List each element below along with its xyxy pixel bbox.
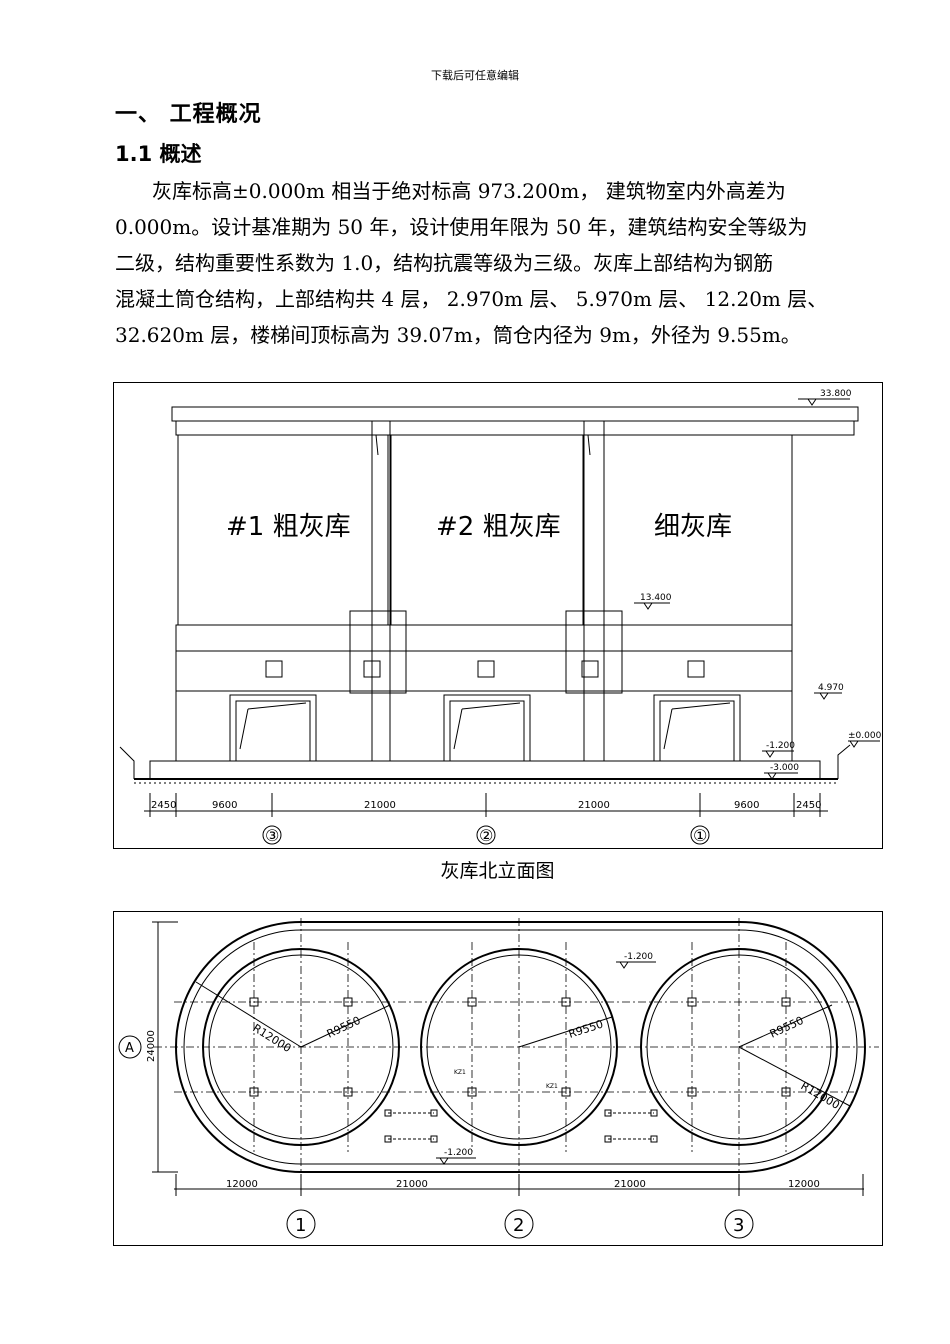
level-label: 13.400: [640, 593, 672, 603]
level-label: ±0.000: [848, 731, 882, 741]
subsection-heading: 1.1 概述: [115, 142, 202, 166]
axis-label: ③: [265, 826, 279, 845]
level-label: -1.200: [766, 741, 795, 751]
dimension-label: 9600: [212, 800, 237, 811]
dimension-label: 12000: [226, 1179, 258, 1190]
radius-label: R9550: [567, 1017, 605, 1040]
radius-label: R9550: [325, 1014, 363, 1041]
axis-letter: A: [125, 1041, 134, 1056]
paragraph-line: 二级，结构重要性系数为 1.0，结构抗震等级为三级。灰库上部结构为钢筋: [115, 251, 774, 275]
dimension-label: 24000: [146, 1030, 157, 1062]
column-tag: KZ1: [454, 1069, 466, 1076]
dimension-label: 2450: [151, 800, 176, 811]
overview-paragraph: 灰库标高±0.000m 相当于绝对标高 973.200m， 建筑物室内外高差为 …: [115, 173, 885, 353]
dimension-label: 9600: [734, 800, 759, 811]
level-label: -3.000: [770, 763, 799, 773]
section-heading: 一、 工程概况: [115, 102, 262, 127]
axis-label: 2: [513, 1215, 524, 1236]
dimension-label: 21000: [364, 800, 396, 811]
radius-label: R12000: [799, 1079, 842, 1112]
paragraph-line: 32.620m 层，楼梯间顶标高为 39.07m，筒仓内径为 9m，外径为 9.…: [115, 323, 801, 347]
axis-label: ②: [479, 826, 493, 845]
radius-label: R9550: [768, 1014, 806, 1041]
plan-drawing: R12000 R9550 R9550 R9550 R12000 -1.200 -…: [113, 911, 883, 1246]
silo-label: #2 粗灰库: [436, 512, 561, 542]
level-label: -1.200: [444, 1148, 473, 1158]
paragraph-line: 混凝土筒仓结构，上部结构共 4 层， 2.970m 层、 5.970m 层、 1…: [115, 287, 828, 311]
paragraph-line: 灰库标高±0.000m 相当于绝对标高 973.200m， 建筑物室内外高差为: [152, 179, 786, 203]
silo-label: 细灰库: [654, 512, 732, 542]
dimension-label: 21000: [578, 800, 610, 811]
axis-label: 3: [733, 1215, 744, 1236]
elevation-drawing: #1 粗灰库 #2 粗灰库 细灰库 33.800 13.400 4.970 ±0…: [113, 382, 883, 849]
silo-label: #1 粗灰库: [226, 512, 351, 542]
dimension-label: 12000: [788, 1179, 820, 1190]
dimension-label: 21000: [396, 1179, 428, 1190]
header-note: 下载后可任意编辑: [431, 69, 519, 82]
column-tag: KZ1: [546, 1083, 558, 1090]
level-label: 33.800: [820, 389, 852, 399]
level-label: 4.970: [818, 683, 844, 693]
axis-label: 1: [295, 1215, 306, 1236]
paragraph-line: 0.000m。设计基准期为 50 年，设计使用年限为 50 年，建筑结构安全等级…: [115, 215, 808, 239]
dimension-label: 2450: [796, 800, 821, 811]
axis-label: ①: [693, 826, 707, 845]
figure-caption: 灰库北立面图: [440, 860, 555, 882]
level-label: -1.200: [624, 952, 653, 962]
dimension-label: 21000: [614, 1179, 646, 1190]
